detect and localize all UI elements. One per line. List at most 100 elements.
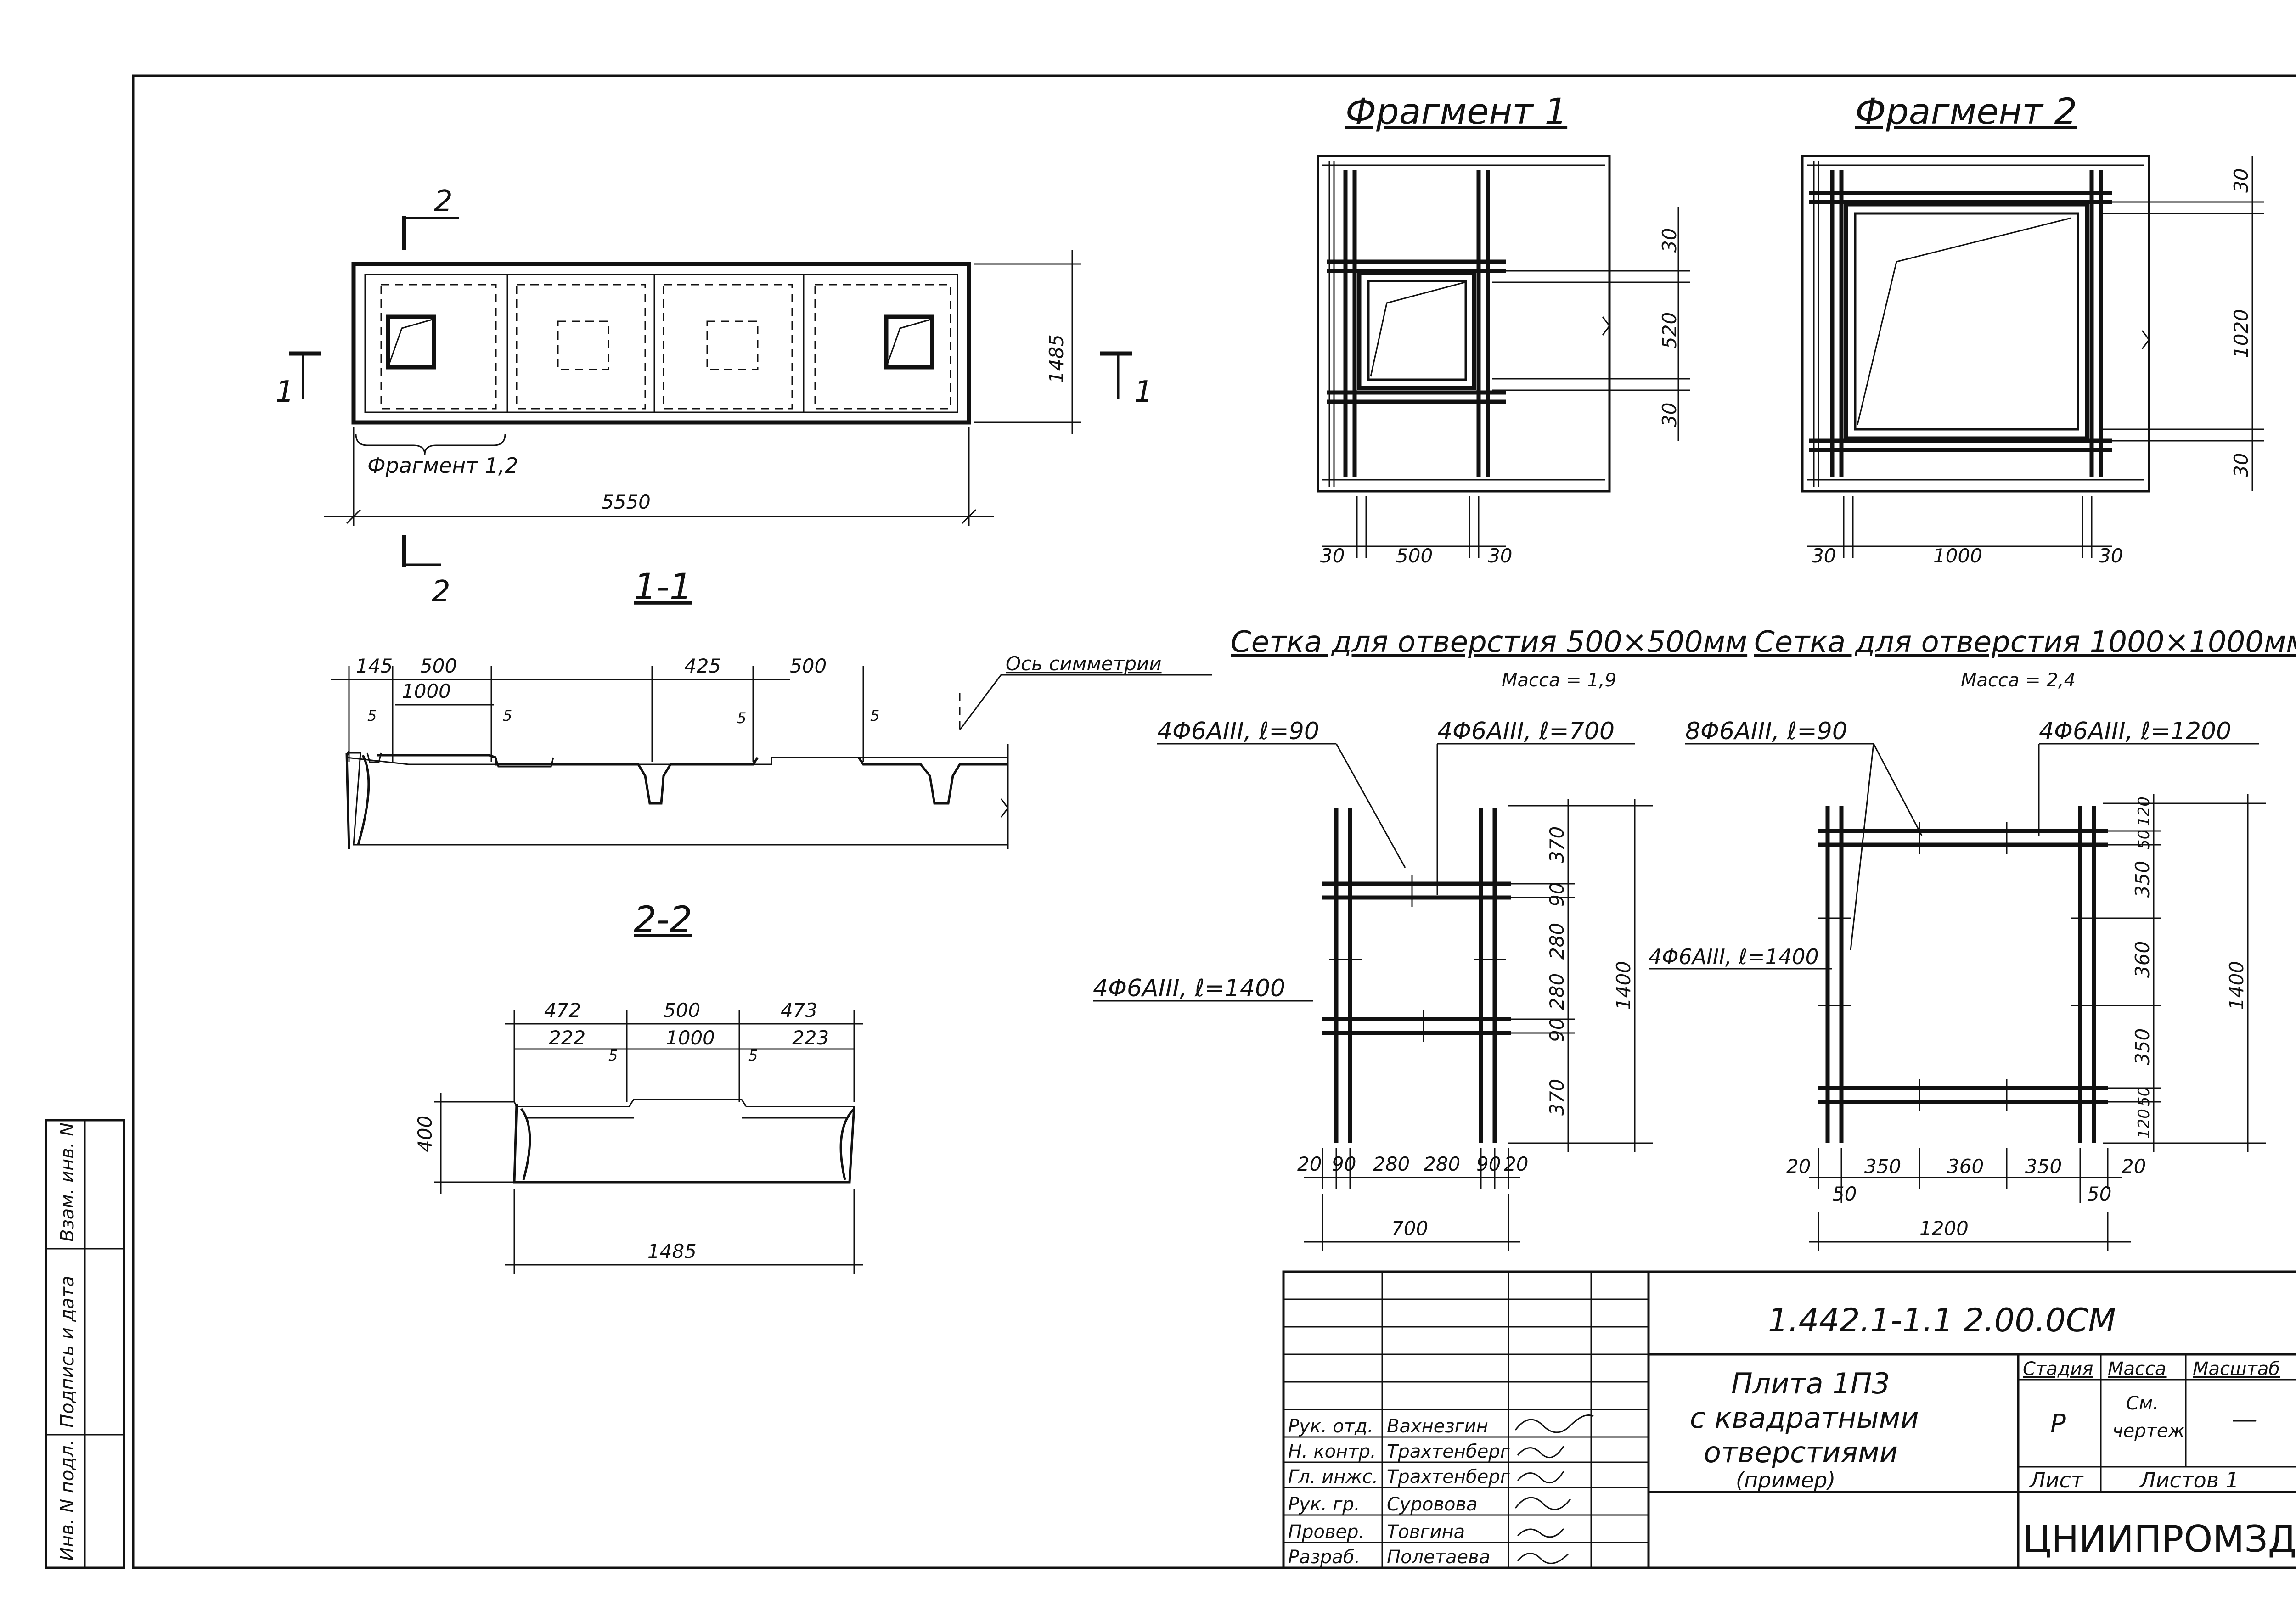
f1-dim-30c: 30 — [1658, 228, 1681, 253]
s22-dim-222: 222 — [549, 1027, 585, 1049]
name-2: Трахтенберг — [1387, 1466, 1510, 1487]
mesh-2: Сетка для отверстия 1000×1000мм Масса = … — [1649, 625, 2296, 1251]
m1-overall-h: 1400 — [1612, 961, 1635, 1010]
scale-header: Масштаб — [2193, 1358, 2280, 1380]
m2-b-350b: 350 — [2025, 1155, 2062, 1178]
cut-1-left: 1 — [276, 375, 294, 409]
signature-0 — [1514, 1414, 1594, 1433]
mesh1-caption: Сетка для отверстия 500×500мм — [1231, 625, 1747, 659]
name-3: Суровова — [1387, 1494, 1478, 1515]
fragment-note: Фрагмент 1,2 — [367, 453, 518, 478]
sheets-header: Листов 1 — [2139, 1468, 2239, 1493]
product-name-3: отверстиями — [1704, 1436, 1898, 1469]
cut-1-right: 1 — [1134, 375, 1153, 409]
signature-2 — [1517, 1471, 1564, 1483]
signature-5 — [1517, 1553, 1569, 1564]
s11-dim-500a: 500 — [420, 655, 457, 677]
m2-r-120b: 120 — [2135, 1109, 2153, 1139]
m1-r-280a: 280 — [1546, 923, 1568, 960]
signature-3 — [1514, 1497, 1571, 1510]
m1-b-20a: 20 — [1297, 1153, 1322, 1175]
mesh2-caption: Сетка для отверстия 1000×1000мм — [1754, 625, 2296, 659]
mass-value-2: чертеж — [2112, 1420, 2185, 1442]
s11-dim-425: 425 — [684, 655, 721, 677]
m2-r-50b: 50 — [2135, 1087, 2153, 1106]
name-0: Вахнезгин — [1387, 1416, 1488, 1437]
stamp-vzam-inv: Взам. инв. N — [57, 1122, 78, 1242]
s22-height: 400 — [414, 1116, 436, 1152]
s11-dim-5c: 5 — [737, 709, 746, 727]
mesh2-mass: Масса = 2,4 — [1961, 670, 2076, 691]
s11-dim-1000: 1000 — [402, 680, 451, 702]
f1-dim-30b: 30 — [1488, 544, 1512, 567]
m2-b-50a: 50 — [1832, 1183, 1857, 1205]
mesh1-bar-b: 4Φ6АIII, ℓ=700 — [1437, 718, 1615, 745]
m1-b-280b: 280 — [1424, 1153, 1460, 1175]
mass-header: Масса — [2108, 1358, 2167, 1380]
scale-value: — — [2232, 1404, 2257, 1434]
m1-b-20b: 20 — [1504, 1153, 1528, 1175]
product-name-4: (пример) — [1736, 1468, 1835, 1493]
mesh1-bar-a: 4Φ6АIII, ℓ=90 — [1157, 718, 1319, 745]
s11-dim-5d: 5 — [870, 707, 879, 724]
s22-width: 1485 — [647, 1240, 697, 1263]
f1-dim-30d: 30 — [1658, 403, 1681, 427]
m2-r-120a: 120 — [2135, 797, 2153, 826]
s22-dim-1000: 1000 — [666, 1027, 715, 1049]
m2-overall-h: 1400 — [2225, 961, 2248, 1010]
m2-b-20b: 20 — [2122, 1155, 2146, 1178]
m1-overall-w: 700 — [1391, 1217, 1428, 1240]
f2-dim-30b: 30 — [2099, 544, 2123, 567]
m1-r-90b: 90 — [1546, 1018, 1568, 1042]
s22-dim-500: 500 — [664, 999, 700, 1021]
s22-dim-5a: 5 — [608, 1047, 618, 1064]
f2-dim-1020: 1020 — [2230, 309, 2252, 358]
section-1-1: 1-1 145 500 425 500 1000 5 5 5 5 Ос — [331, 567, 1212, 850]
s11-dim-145: 145 — [356, 655, 393, 677]
role-0: Рук. отд. — [1288, 1416, 1373, 1437]
section-1-1-title: 1-1 — [634, 567, 692, 608]
role-4: Провер. — [1288, 1521, 1364, 1543]
m2-r-50a: 50 — [2135, 830, 2153, 849]
s11-dim-5a: 5 — [367, 707, 377, 724]
m2-r-350b: 350 — [2131, 1028, 2154, 1065]
m2-overall-w: 1200 — [1919, 1217, 1969, 1240]
fragment-1-title: Фрагмент 1 — [1345, 91, 1567, 133]
plan-length-dim: 5550 — [602, 491, 651, 513]
mesh2-bar-b: 4Φ6АIII, ℓ=1200 — [2039, 718, 2231, 745]
fragment-1: Фрагмент 1 30 500 30 30 520 — [1317, 91, 1690, 567]
f1-dim-520: 520 — [1658, 312, 1681, 349]
m2-b-350a: 350 — [1864, 1155, 1901, 1178]
plan-view: 5550 1485 1 1 2 2 Фрагмент 1,2 — [276, 185, 1153, 609]
name-4: Товгина — [1387, 1521, 1465, 1543]
f1-dim-500: 500 — [1396, 544, 1433, 567]
stamp-signature-date: Подпись и дата — [57, 1276, 78, 1428]
s22-dim-472: 472 — [544, 999, 581, 1021]
name-5: Полетаева — [1387, 1547, 1490, 1568]
plan-width-dim: 1485 — [1045, 334, 1068, 383]
m1-b-90a: 90 — [1332, 1153, 1356, 1175]
mesh-1: Сетка для отверстия 500×500мм Масса = 1,… — [1093, 625, 1747, 1251]
f1-dim-30a: 30 — [1320, 544, 1345, 567]
m1-r-370b: 370 — [1546, 1079, 1568, 1116]
s11-dim-500b: 500 — [790, 655, 827, 677]
product-name-2: с квадратными — [1690, 1401, 1919, 1435]
s22-dim-223: 223 — [792, 1027, 829, 1049]
role-5: Разраб. — [1288, 1547, 1360, 1568]
signature-1 — [1517, 1446, 1564, 1458]
role-3: Рук. гр. — [1288, 1494, 1360, 1515]
mesh1-bar-c: 4Φ6АIII, ℓ=1400 — [1093, 975, 1285, 1002]
mesh2-bar-a: 8Φ6АIII, ℓ=90 — [1685, 718, 1847, 745]
stage-value: Р — [2050, 1409, 2066, 1439]
mass-value-1: См. — [2126, 1393, 2159, 1414]
name-1: Трахтенберг — [1387, 1441, 1510, 1462]
s22-dim-473: 473 — [781, 999, 817, 1021]
cut-2-top: 2 — [434, 185, 453, 219]
m1-r-370a: 370 — [1546, 826, 1568, 863]
organization-name: ЦНИИПРОМЗДАНИЙ — [2023, 1517, 2296, 1560]
fragment-2-title: Фрагмент 2 — [1855, 91, 2077, 133]
f2-dim-30c: 30 — [2230, 168, 2252, 193]
m1-r-90a: 90 — [1546, 882, 1568, 907]
sheet-frame: 143 — [132, 74, 2296, 1569]
stamp-inv-podl: Инв. N подл. — [57, 1440, 78, 1561]
